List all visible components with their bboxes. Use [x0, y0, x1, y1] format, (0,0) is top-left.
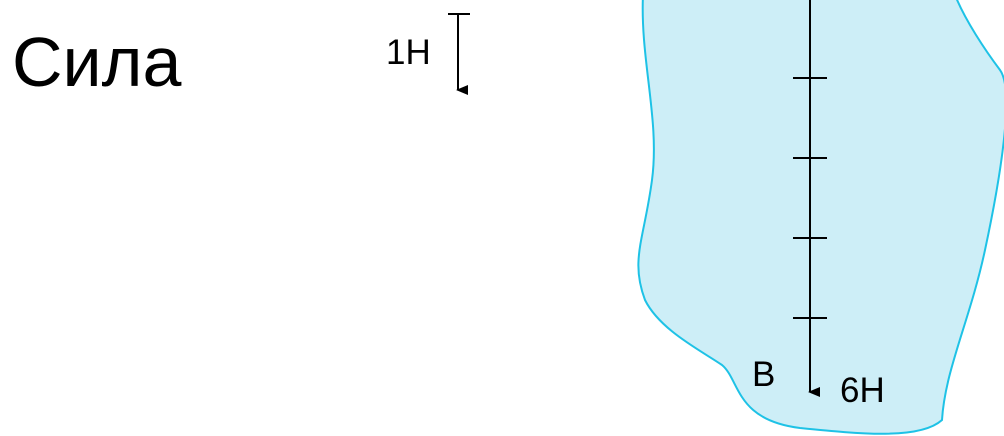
force-magnitude-label: 6Н [840, 371, 885, 410]
page-title: Сила [12, 23, 181, 101]
scale-label: 1Н [386, 33, 431, 72]
scale-arrow [448, 13, 470, 95]
force-vector [793, 0, 827, 397]
body-shape [637, 0, 1004, 435]
point-label: В [752, 355, 775, 394]
